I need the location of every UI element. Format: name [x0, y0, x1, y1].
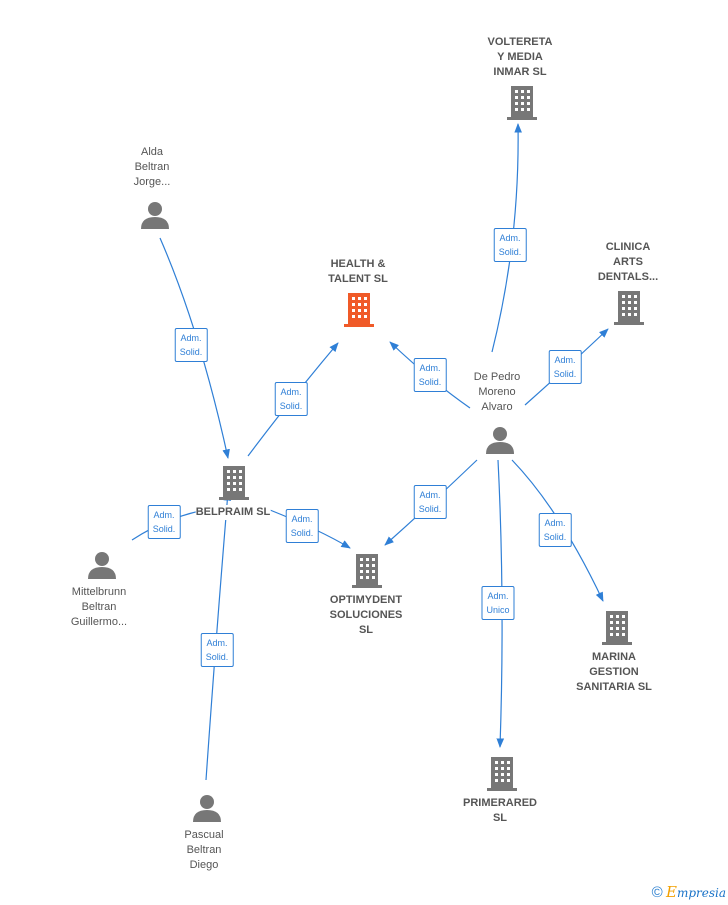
node-label-line: SANITARIA SL — [576, 681, 652, 693]
building-icon[interactable] — [506, 85, 538, 121]
edge-label-line: Adm. — [544, 518, 566, 528]
building-icon[interactable] — [486, 756, 518, 792]
edge-label-mittelbrunn-belpraim[interactable]: Adm. Solid. — [147, 505, 181, 539]
person-icon[interactable] — [485, 425, 515, 455]
edge-label-depedro-primerared[interactable]: Adm. Unico — [481, 586, 515, 620]
brand-name: mpresia — [676, 886, 726, 900]
node-label-line: BELPRAIM SL — [195, 506, 271, 518]
node-label-line: De Pedro — [473, 371, 521, 383]
edge-label-line: Solid. — [418, 504, 442, 514]
brand-letter: E — [665, 883, 677, 901]
edge-label-line: Solid. — [498, 247, 522, 257]
edge-label-line: Adm. — [419, 363, 441, 373]
node-label-de-pedro[interactable]: De Pedro Moreno Alvaro — [474, 370, 520, 415]
edge-label-pascual-belpraim[interactable]: Adm. Solid. — [200, 633, 234, 667]
node-label-line: SL — [492, 812, 508, 824]
edge-label-belpraim-health[interactable]: Adm. Solid. — [274, 382, 308, 416]
edge-label-line: Unico — [486, 605, 510, 615]
building-icon[interactable] — [351, 553, 383, 589]
building-icon-focus[interactable] — [343, 292, 375, 328]
node-label-line: Moreno — [478, 386, 516, 398]
edge-label-line: Solid. — [179, 347, 203, 357]
building-icon[interactable] — [601, 610, 633, 646]
person-icon[interactable] — [140, 200, 170, 230]
node-label-primerared[interactable]: PRIMERARED SL — [463, 796, 537, 826]
edge-label-depedro-health[interactable]: Adm. Solid. — [413, 358, 447, 392]
person-icon[interactable] — [87, 550, 117, 580]
edge-label-line: Solid. — [152, 524, 176, 534]
node-label-line: Alvaro — [481, 401, 513, 413]
person-icon[interactable] — [192, 793, 222, 823]
node-label-line: Diego — [189, 859, 219, 871]
edge-label-line: Adm. — [280, 387, 302, 397]
edge-label-belpraim-optimydent[interactable]: Adm. Solid. — [285, 509, 319, 543]
edge-label-depedro-optimydent[interactable]: Adm. Solid. — [413, 485, 447, 519]
node-label-optimydent[interactable]: OPTIMYDENT SOLUCIONES SL — [330, 593, 403, 638]
edge-label-line: Adm. — [499, 233, 521, 243]
edge-label-line: Adm. — [206, 638, 228, 648]
node-label-line: CLINICA — [605, 241, 651, 253]
edge-label-line: Solid. — [290, 528, 314, 538]
node-label-line: Jorge... — [133, 176, 171, 188]
node-label-line: Y MEDIA — [497, 51, 543, 63]
node-label-alda[interactable]: Alda Beltran Jorge... — [134, 145, 171, 190]
edge-label-line: Solid. — [543, 532, 567, 542]
edge-label-line: Solid. — [279, 401, 303, 411]
node-label-line: SL — [358, 624, 374, 636]
node-label-line: Alda — [140, 146, 164, 158]
edge-label-line: Solid. — [418, 377, 442, 387]
node-label-line: INMAR SL — [493, 66, 547, 78]
node-label-line: MARINA — [592, 651, 636, 663]
node-label-line: GESTION — [589, 666, 639, 678]
node-label-line: OPTIMYDENT — [329, 594, 403, 606]
building-icon[interactable] — [613, 290, 645, 326]
edge-label-line: Adm. — [180, 333, 202, 343]
node-label-line: DENTALS... — [597, 271, 659, 283]
edge-label-alda-belpraim[interactable]: Adm. Solid. — [174, 328, 208, 362]
node-label-line: VOLTERETA — [487, 36, 553, 48]
building-icon[interactable] — [218, 465, 250, 501]
edge-label-line: Solid. — [205, 652, 229, 662]
node-label-line: Beltran — [81, 601, 117, 613]
node-label-line: HEALTH & — [330, 258, 386, 270]
node-label-line: SOLUCIONES — [329, 609, 403, 621]
edge-label-line: Adm. — [419, 490, 441, 500]
edge-label-line: Adm. — [487, 591, 509, 601]
node-label-line: TALENT SL — [328, 273, 388, 285]
node-label-line: Pascual — [184, 829, 224, 841]
node-label-marina[interactable]: MARINA GESTION SANITARIA SL — [576, 650, 652, 695]
node-label-line: Beltran — [186, 844, 222, 856]
node-label-pascual[interactable]: Pascual Beltran Diego — [184, 828, 223, 873]
edge-label-depedro-clinica[interactable]: Adm. Solid. — [548, 350, 582, 384]
brand-logo[interactable]: © Empresia — [652, 883, 726, 901]
edge-label-depedro-marina[interactable]: Adm. Solid. — [538, 513, 572, 547]
edge-label-line: Adm. — [153, 510, 175, 520]
edge-label-line: Adm. — [291, 514, 313, 524]
node-label-line: PRIMERARED — [463, 797, 537, 809]
node-label-line: ARTS — [613, 256, 643, 268]
node-label-health-talent[interactable]: HEALTH & TALENT SL — [328, 257, 388, 287]
edge-label-line: Solid. — [553, 369, 577, 379]
node-label-voltereta[interactable]: VOLTERETA Y MEDIA INMAR SL — [488, 35, 553, 80]
copyright-icon: © — [651, 884, 663, 901]
node-label-clinica[interactable]: CLINICA ARTS DENTALS... — [598, 240, 658, 285]
node-label-mittelbrunn[interactable]: Mittelbrunn Beltran Guillermo... — [71, 585, 127, 630]
node-label-line: Beltran — [134, 161, 170, 173]
node-label-line: Mittelbrunn — [71, 586, 127, 598]
edge-label-line: Adm. — [554, 355, 576, 365]
node-label-line: Guillermo... — [70, 616, 128, 628]
node-label-belpraim[interactable]: BELPRAIM SL — [195, 505, 271, 520]
edge-label-depedro-voltereta[interactable]: Adm. Solid. — [493, 228, 527, 262]
